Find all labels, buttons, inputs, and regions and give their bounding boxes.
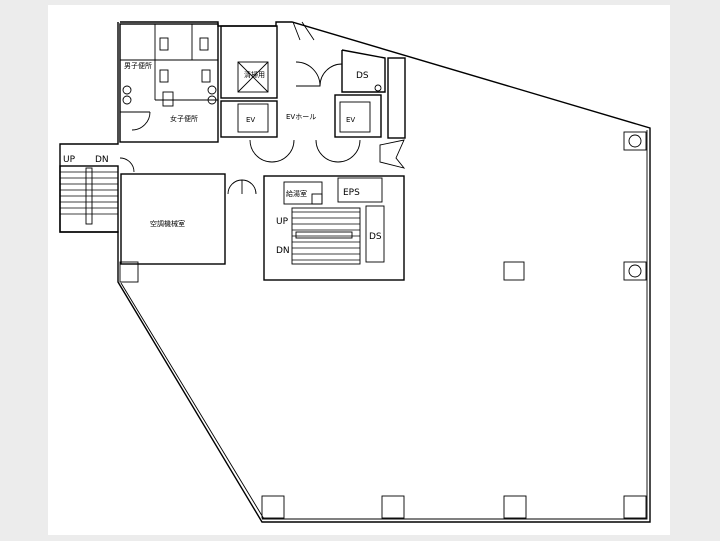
hot-water-room-label: 給湯室 bbox=[286, 189, 307, 198]
ds-right-label: DS bbox=[369, 232, 382, 242]
building-outline-inner bbox=[262, 130, 648, 520]
stair-center-dn-label: DN bbox=[276, 246, 290, 256]
stair-left bbox=[59, 165, 119, 233]
ac-machine-room-label: 空調機械室 bbox=[150, 219, 185, 228]
ds-top-room bbox=[341, 49, 406, 139]
womens-restroom-label: 女子便所 bbox=[170, 114, 198, 123]
stair-center-up-label: UP bbox=[276, 217, 289, 227]
eps-label: EPS bbox=[343, 188, 360, 198]
restroom-block bbox=[119, 23, 219, 143]
corridor-door-right bbox=[379, 139, 406, 169]
stair-left-dn-label: DN bbox=[95, 155, 109, 165]
stair-left-up-label: UP bbox=[63, 155, 76, 165]
center-core bbox=[263, 175, 405, 281]
cleaning-room-label: 清掃用 bbox=[244, 70, 265, 79]
elevator-core bbox=[220, 21, 382, 163]
ev-left-label: EV bbox=[246, 116, 255, 124]
columns bbox=[119, 131, 647, 519]
ev-right-label: EV bbox=[346, 116, 355, 124]
paper-area bbox=[48, 5, 670, 535]
west-slant-wall bbox=[120, 282, 265, 520]
ds-top-label: DS bbox=[356, 71, 369, 81]
ac-machine-room bbox=[119, 157, 257, 265]
ev-hall-label: EVホール bbox=[286, 113, 316, 121]
mens-restroom-label: 男子便所 bbox=[124, 61, 152, 70]
